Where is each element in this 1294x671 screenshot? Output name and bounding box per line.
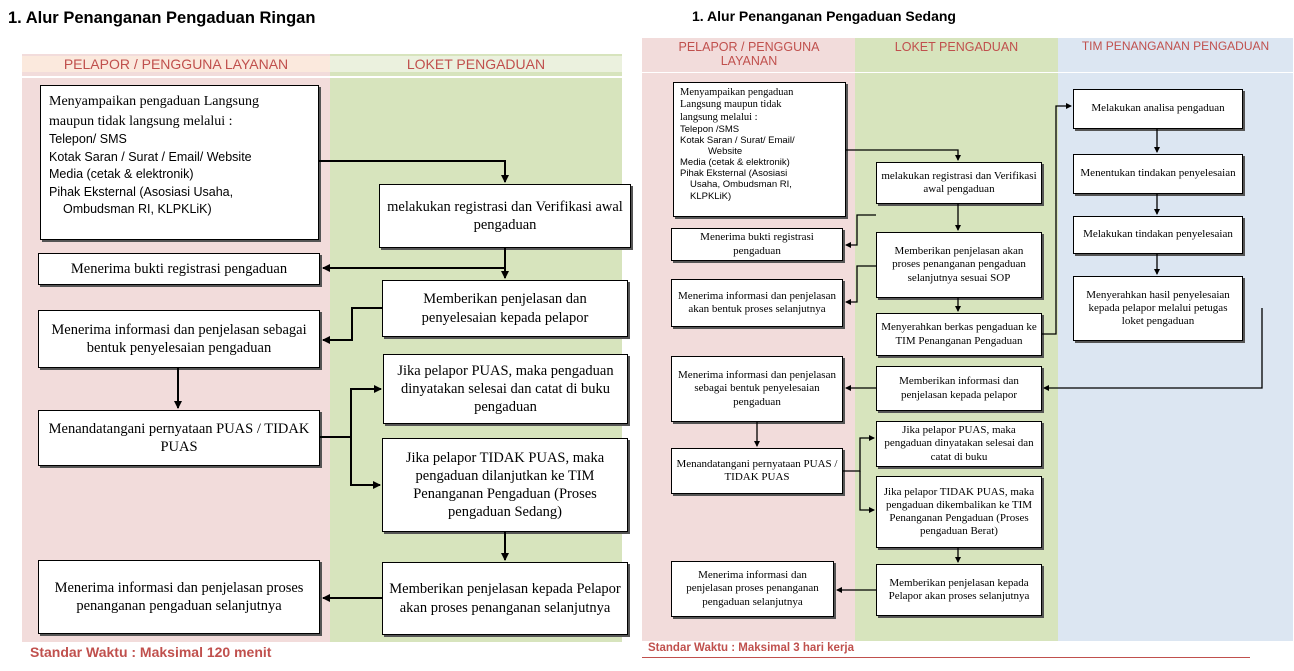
left-submit-line2: maupun tidak langsung melalui :: [49, 113, 233, 129]
right-arrow-explain-sop-to-receive-info-form: [845, 265, 876, 305]
left-box-not-satisfied: Jika pelapor TIDAK PUAS, maka pengaduan …: [382, 438, 628, 532]
right-submit-line7: Media (cetak & elektronik): [680, 157, 790, 169]
left-arrow-submit-to-registration: [319, 160, 509, 183]
right-box-registration: melakukan registrasi dan Verifikasi awal…: [876, 162, 1042, 204]
right-box-not-satisfied: Jika pelapor TIDAK PUAS, maka pengaduan …: [876, 476, 1042, 548]
left-submit-line1: Menyampaikan pengaduan Langsung: [49, 94, 259, 109]
left-submit-line7: Ombudsman RI, KLPKLiK): [63, 202, 212, 217]
right-arrow-sign-to-satisfied: [843, 435, 875, 472]
left-header-underline: [22, 76, 622, 78]
right-submit-line4: Telepon /SMS: [680, 123, 740, 135]
right-submit-line6: Website: [708, 146, 743, 158]
left-submit-line5: Media (cetak & elektronik): [49, 167, 194, 182]
left-box-submit: Menyampaikan pengaduan Langsung maupun t…: [40, 85, 319, 240]
left-submit-line6: Pihak Eksternal (Asosiasi Usaha,: [49, 184, 234, 199]
right-box-satisfied: Jika pelapor PUAS, maka pengaduan dinyat…: [876, 421, 1042, 467]
left-lane-counter-header: LOKET PENGADUAN: [330, 56, 622, 73]
left-box-satisfied: Jika pelapor PUAS, maka pengaduan dinyat…: [383, 354, 628, 424]
right-lane-counter-header: LOKET PENGADUAN: [894, 40, 1019, 54]
left-arrow-sign-to-not-satisfied: [350, 437, 381, 489]
right-footer-rule: [642, 657, 1250, 658]
left-arrow-sign-to-satisfied: [320, 385, 382, 438]
right-header-underline: [642, 72, 1293, 73]
right-box-explain-next: Memberikan penjelasan kepada Pelapor aka…: [876, 564, 1042, 616]
right-diagram-title: 1. Alur Penanganan Pengaduan Sedang: [692, 8, 956, 24]
left-arrow-registration-to-receipt: [322, 248, 506, 272]
right-submit-line5: Kotak Saran / Surat/ Email/: [680, 134, 795, 146]
right-lane-team-header: TIM PENANGANAN PENGADUAN: [1081, 39, 1270, 53]
left-box-receive-info: Menerima informasi dan penjelasan sebaga…: [38, 310, 320, 368]
right-arrow-hand-result-to-give-info: [1043, 308, 1263, 391]
right-box-analyze: Melakukan analisa pengaduan: [1073, 89, 1243, 129]
right-submit-line1: Menyampaikan pengaduan: [680, 87, 794, 98]
right-box-determine: Menentukan tindakan penyelesaian: [1073, 154, 1243, 194]
left-footer-time-standard: Standar Waktu : Maksimal 120 menit: [30, 644, 272, 660]
right-box-receive-next: Menerima informasi dan penjelasan proses…: [671, 561, 834, 617]
right-footer-time-standard: Standar Waktu : Maksimal 3 hari kerja: [648, 642, 855, 654]
right-submit-line10: KLPKLiK): [690, 190, 732, 202]
left-submit-line3: Telepon/ SMS: [49, 132, 127, 147]
right-box-hand-result: Menyerahkan hasil penyelesaian kepada pe…: [1073, 276, 1243, 341]
right-submit-line3: langsung melalui :: [680, 111, 758, 123]
right-box-submit: Menyampaikan pengaduan Langsung maupun t…: [673, 82, 846, 217]
left-box-registration: melakukan registrasi dan Verifikasi awal…: [379, 184, 631, 248]
right-box-give-info: Memberikan informasi dan penjelasan kepa…: [876, 366, 1042, 411]
right-submit-line9: Usaha, Ombudsman RI,: [690, 179, 792, 191]
left-box-explain-next: Memberikan penjelasan kepada Pelapor aka…: [382, 562, 628, 635]
right-box-sign: Menandatangani pernyataan PUAS / TIDAK P…: [671, 448, 843, 494]
right-box-receive-info-form: Menerima informasi dan penjelasan akan b…: [671, 279, 843, 327]
right-box-explain-sop: Memberikan penjelasan akan proses penang…: [876, 232, 1042, 298]
right-arrow-sign-to-not-satisfied: [859, 471, 875, 513]
left-lane-reporter-header: PELAPOR / PENGGUNA LAYANAN: [22, 56, 330, 73]
right-arrow-hand-over-to-analyze: [1042, 103, 1072, 335]
left-box-sign: Menandatangani pernyataan PUAS / TIDAK P…: [38, 410, 320, 466]
left-submit-line4: Kotak Saran / Surat / Email/ Website: [49, 149, 252, 164]
right-box-receive-info: Menerima informasi dan penjelasan sebaga…: [671, 356, 843, 422]
right-arrow-registration-to-receipt: [845, 214, 876, 248]
right-box-act: Melakukan tindakan penyelesaian: [1073, 216, 1243, 254]
left-diagram-title: 1. Alur Penanganan Pengaduan Ringan: [8, 9, 316, 27]
left-arrow-explain-to-receive-info: [322, 307, 382, 344]
left-box-receive-next: Menerima informasi dan penjelasan proses…: [38, 560, 320, 634]
right-arrow-submit-to-registration: [846, 149, 961, 161]
right-submit-line2: Langsung maupun tidak: [680, 99, 782, 111]
right-box-hand-over: Menyerahkan berkas pengaduan ke TIM Pena…: [876, 313, 1042, 356]
left-lane-counter: [330, 54, 622, 642]
left-box-explain: Memberikan penjelasan dan penyelesaian k…: [382, 280, 628, 337]
right-submit-line8: Pihak Eksternal (Asosiasi: [680, 168, 788, 180]
right-lane-reporter-header: PELAPOR / PENGGUNA LAYANAN: [678, 40, 820, 69]
left-box-receipt: Menerima bukti registrasi pengaduan: [38, 253, 320, 285]
right-box-receipt: Menerima bukti registrasi pengaduan: [671, 228, 843, 261]
